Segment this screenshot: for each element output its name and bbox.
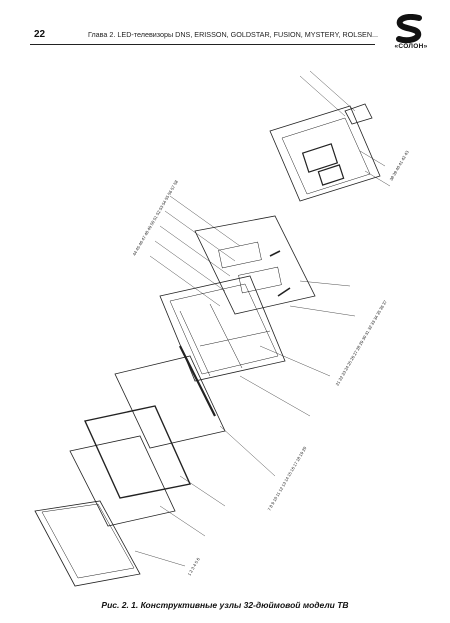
callout-bottom: 1 2 3 4 5 6: [187, 556, 202, 576]
solon-s-logo-icon: [396, 13, 422, 44]
logo-text: «СОЛОН»: [394, 43, 428, 50]
main-chassis: [194, 215, 316, 315]
publisher-logo: «СОЛОН»: [386, 13, 436, 54]
exploded-view-diagram: 44 45 46 47 48 49 50 51 52 53 54 55 56 5…: [34, 70, 411, 587]
speaker-bar: [179, 345, 216, 417]
diffuser-sheet: [69, 435, 176, 527]
page-number: 22: [34, 29, 46, 40]
backlight-plate: [159, 275, 286, 382]
rear-cover: [269, 103, 381, 202]
lcd-panel: [114, 355, 226, 449]
front-bezel: [34, 500, 141, 587]
callout-right: 21 22 23 24 25 26 27 28 29 30 31 32 33 3…: [335, 299, 389, 387]
running-header: 22 Глава 2. LED-телевизоры DNS, ERISSON,…: [30, 26, 379, 45]
running-title: Глава 2. LED-телевизоры DNS, ERISSON, GO…: [88, 30, 379, 39]
callout-left-top: 44 45 46 47 48 49 50 51 52 53 54 55 56 5…: [132, 179, 180, 257]
frame-bracket: [84, 405, 191, 499]
figure-caption: Рис. 2. 1. Конструктивные узлы 32-дюймов…: [101, 600, 349, 610]
leader-lines: [134, 70, 391, 567]
callout-right-bottom: 7 8 9 10 11 12 13 14 15 16 17 18 19 20: [267, 445, 308, 511]
callout-right-top: 38 39 40 41 42 43: [389, 149, 411, 181]
